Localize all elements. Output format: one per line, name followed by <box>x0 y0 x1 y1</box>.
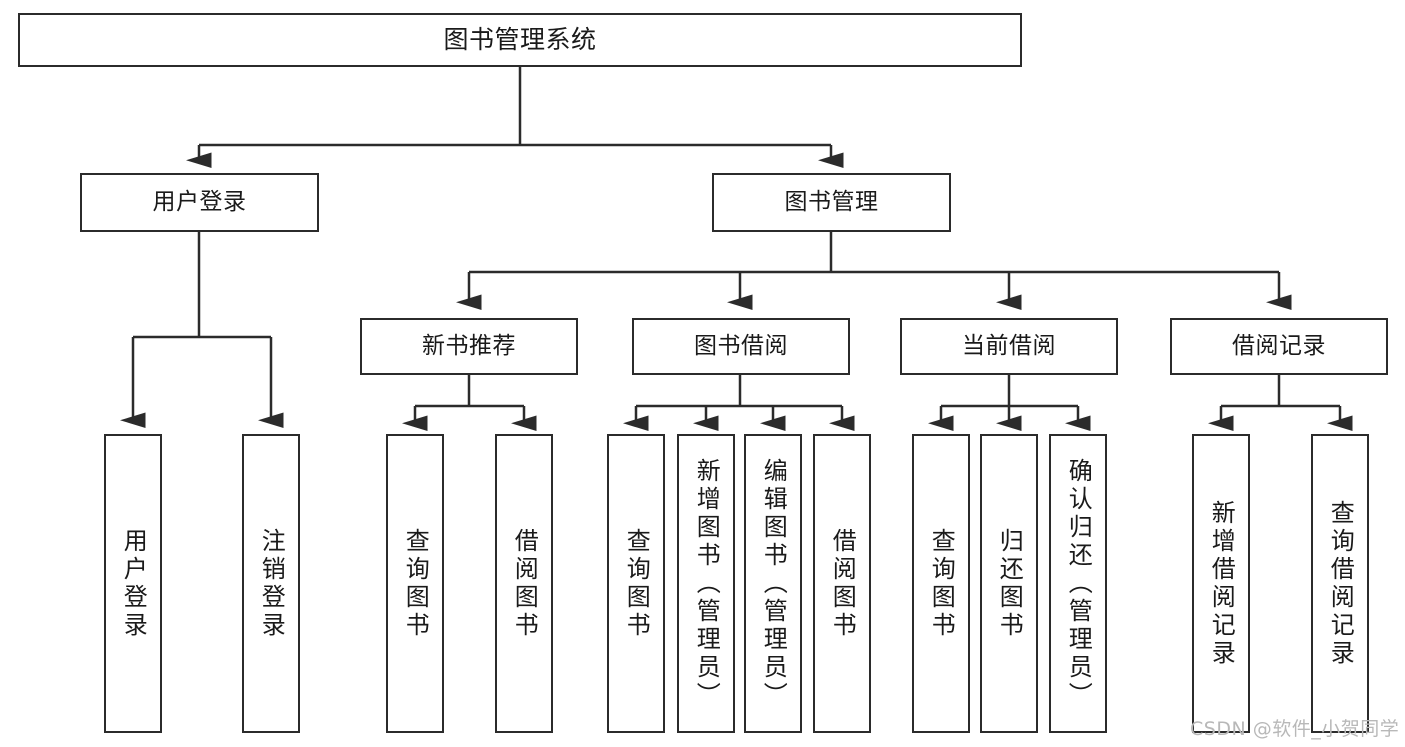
node-leaf-query-borrow-record[interactable]: 查询借阅记录 <box>1311 434 1369 733</box>
node-book-management[interactable]: 图书管理 <box>712 173 951 232</box>
node-leaf-query-book-current[interactable]: 查询图书 <box>912 434 970 733</box>
node-leaf-borrow-book-recommend[interactable]: 借阅图书 <box>495 434 553 733</box>
node-label: 归还图书 <box>995 527 1024 640</box>
node-label: 借阅记录 <box>1232 332 1326 359</box>
node-current-borrow[interactable]: 当前借阅 <box>900 318 1118 375</box>
node-label: 用户登录 <box>152 188 247 215</box>
node-leaf-logout[interactable]: 注销登录 <box>242 434 300 733</box>
node-leaf-query-book-borrow[interactable]: 查询图书 <box>607 434 665 733</box>
node-label: 查询图书 <box>622 527 651 640</box>
node-label: 用户登录 <box>119 527 148 640</box>
node-label: 注销登录 <box>257 527 286 640</box>
node-label: 编辑图书（管理员） <box>759 457 788 710</box>
node-leaf-confirm-return-admin[interactable]: 确认归还（管理员） <box>1049 434 1107 733</box>
node-label: 查询借阅记录 <box>1326 499 1355 668</box>
node-borrow-records[interactable]: 借阅记录 <box>1170 318 1388 375</box>
node-label: 图书管理 <box>784 188 879 215</box>
node-leaf-borrow-book[interactable]: 借阅图书 <box>813 434 871 733</box>
node-label: 新增借阅记录 <box>1207 499 1236 668</box>
node-label: 确认归还（管理员） <box>1064 457 1093 710</box>
node-label: 图书借阅 <box>694 332 788 359</box>
node-label: 借阅图书 <box>828 527 857 640</box>
node-label: 查询图书 <box>927 527 956 640</box>
node-label: 新书推荐 <box>422 332 516 359</box>
node-label: 查询图书 <box>401 527 430 640</box>
csdn-watermark: CSDN @软件_小贺同学 <box>1190 718 1400 740</box>
node-label: 图书管理系统 <box>443 25 597 55</box>
node-leaf-add-borrow-record[interactable]: 新增借阅记录 <box>1192 434 1250 733</box>
node-user-login[interactable]: 用户登录 <box>80 173 319 232</box>
node-book-borrow[interactable]: 图书借阅 <box>632 318 850 375</box>
node-leaf-edit-book-admin[interactable]: 编辑图书（管理员） <box>744 434 802 733</box>
node-label: 借阅图书 <box>510 527 539 640</box>
node-label: 新增图书（管理员） <box>692 457 721 710</box>
node-root-system[interactable]: 图书管理系统 <box>18 13 1022 67</box>
node-leaf-query-book-recommend[interactable]: 查询图书 <box>386 434 444 733</box>
node-new-book-recommend[interactable]: 新书推荐 <box>360 318 578 375</box>
node-label: 当前借阅 <box>962 332 1056 359</box>
node-leaf-add-book-admin[interactable]: 新增图书（管理员） <box>677 434 735 733</box>
node-leaf-user-login[interactable]: 用户登录 <box>104 434 162 733</box>
node-leaf-return-book[interactable]: 归还图书 <box>980 434 1038 733</box>
